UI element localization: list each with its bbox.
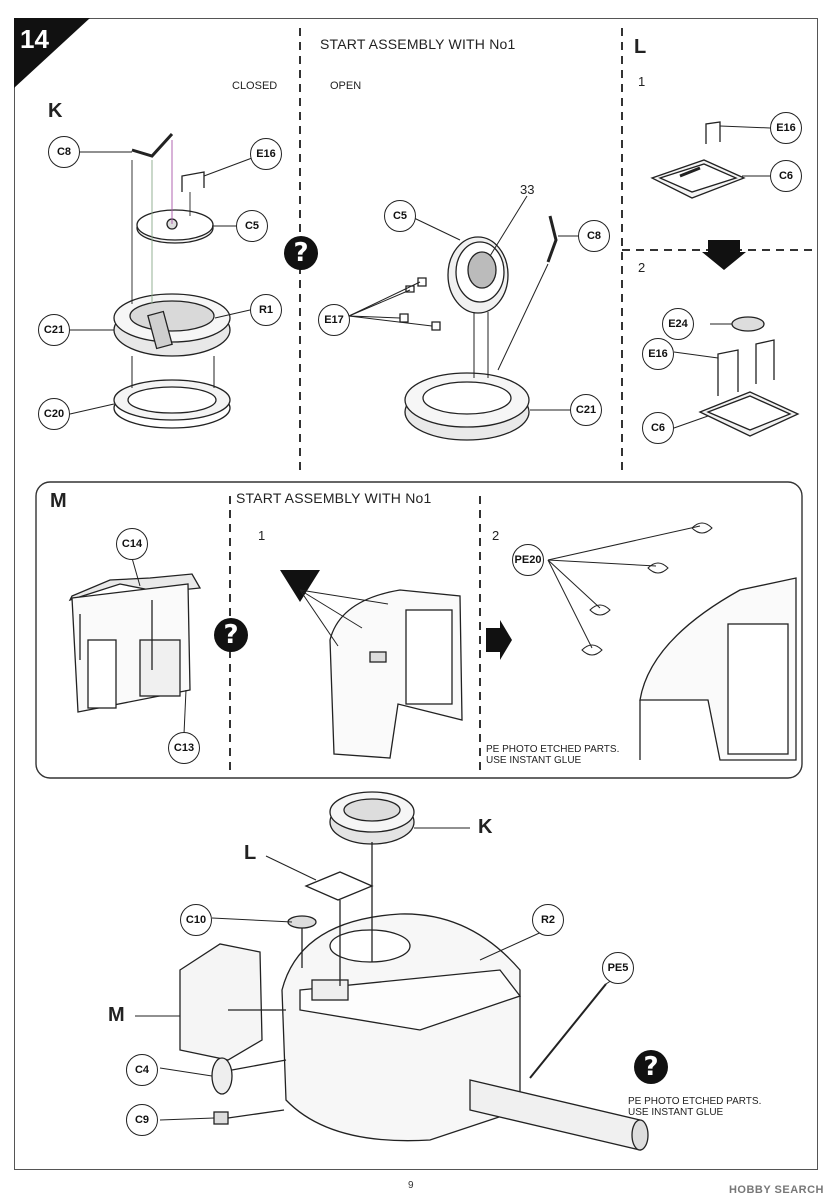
open-header: START ASSEMBLY WITH No1 <box>320 36 516 52</box>
m-header: START ASSEMBLY WITH No1 <box>236 490 432 506</box>
m-box-drawing <box>68 573 202 713</box>
section-m-letter: M <box>50 490 67 512</box>
m-step1-glue-marker <box>280 570 320 602</box>
page-frame <box>14 18 818 1170</box>
part-callout-pe20: PE20 <box>512 544 544 576</box>
final-leaders <box>135 827 613 1121</box>
k-closed-drawing <box>113 132 231 429</box>
m-step-1: 1 <box>258 528 266 543</box>
m-step1-drawing <box>329 589 463 759</box>
closed-label: CLOSED <box>232 80 278 92</box>
m-box-leaders <box>131 557 187 735</box>
step-badge-shape <box>14 18 90 88</box>
final-pe-note-line1: PE PHOTO ETCHED PARTS. <box>628 1096 762 1107</box>
part-callout-c4: C4 <box>126 1054 158 1086</box>
turret-drawing <box>179 791 649 1151</box>
part-callout-c21: C21 <box>38 314 70 346</box>
l-step-1: 1 <box>638 74 646 89</box>
part-callout-c10: C10 <box>180 904 212 936</box>
part-callout-c21-open: C21 <box>570 394 602 426</box>
section-l-letter: L <box>634 36 647 58</box>
part-callout-c5-open: C5 <box>384 200 416 232</box>
k-open-drawing <box>399 215 558 441</box>
m-panel-border <box>35 481 803 779</box>
part-callout-l-e24: E24 <box>662 308 694 340</box>
part-callout-c8: C8 <box>48 136 80 168</box>
part-callout-c8-open: C8 <box>578 220 610 252</box>
part-callout-r1: R1 <box>250 294 282 326</box>
l-step-2: 2 <box>638 260 646 275</box>
final-pe-note: PE PHOTO ETCHED PARTS. USE INSTANT GLUE <box>628 1096 818 1118</box>
part-callout-c9: C9 <box>126 1104 158 1136</box>
part-callout-c5: C5 <box>236 210 268 242</box>
part-callout-c14: C14 <box>116 528 148 560</box>
part-callout-l2-e16: E16 <box>642 338 674 370</box>
step-number: 14 <box>20 24 49 54</box>
m-pe-note-line2: USE INSTANT GLUE <box>486 755 582 766</box>
m-step2-pe-parts <box>547 522 713 656</box>
final-label-m: M <box>108 1004 125 1026</box>
l-step2-leaders <box>673 323 732 429</box>
section-k-letter: K <box>48 100 63 122</box>
m-step-2: 2 <box>492 528 500 543</box>
m-step1-leaders <box>299 589 389 647</box>
open-label: OPEN <box>330 80 362 92</box>
final-pe-note-line2: USE INSTANT GLUE <box>628 1107 724 1118</box>
part-callout-l2-c6: C6 <box>642 412 674 444</box>
part-number-33: 33 <box>520 182 535 197</box>
part-callout-pe5: PE5 <box>602 952 634 984</box>
m-step2-drawing <box>639 577 797 761</box>
final-label-l: L <box>244 842 257 864</box>
question-mark-icon: ? <box>214 618 248 652</box>
l-step1-leaders <box>719 125 771 177</box>
part-callout-c13: C13 <box>168 732 200 764</box>
part-callout-r2: R2 <box>532 904 564 936</box>
part-callout-l-e16: E16 <box>770 112 802 144</box>
part-callout-c20: C20 <box>38 398 70 430</box>
watermark-logo: HOBBY SEARCH <box>728 1184 824 1196</box>
m-pe-note: PE PHOTO ETCHED PARTS. USE INSTANT GLUE <box>486 744 676 766</box>
question-mark-icon: ? <box>634 1050 668 1084</box>
k-closed-leaders <box>69 151 253 415</box>
l-step2-drawing <box>698 316 800 437</box>
m-pe-note-line1: PE PHOTO ETCHED PARTS. <box>486 744 620 755</box>
l-step-arrow <box>702 240 746 270</box>
part-callout-e16: E16 <box>250 138 282 170</box>
part-callout-e17: E17 <box>318 304 350 336</box>
part-callout-l-c6: C6 <box>770 160 802 192</box>
question-mark-icon: ? <box>284 236 318 270</box>
page-number: 9 <box>408 1180 414 1191</box>
final-label-k: K <box>478 816 493 838</box>
m-step-arrow <box>486 620 512 660</box>
l-step1-drawing <box>650 121 746 199</box>
k-open-leaders <box>348 195 579 411</box>
